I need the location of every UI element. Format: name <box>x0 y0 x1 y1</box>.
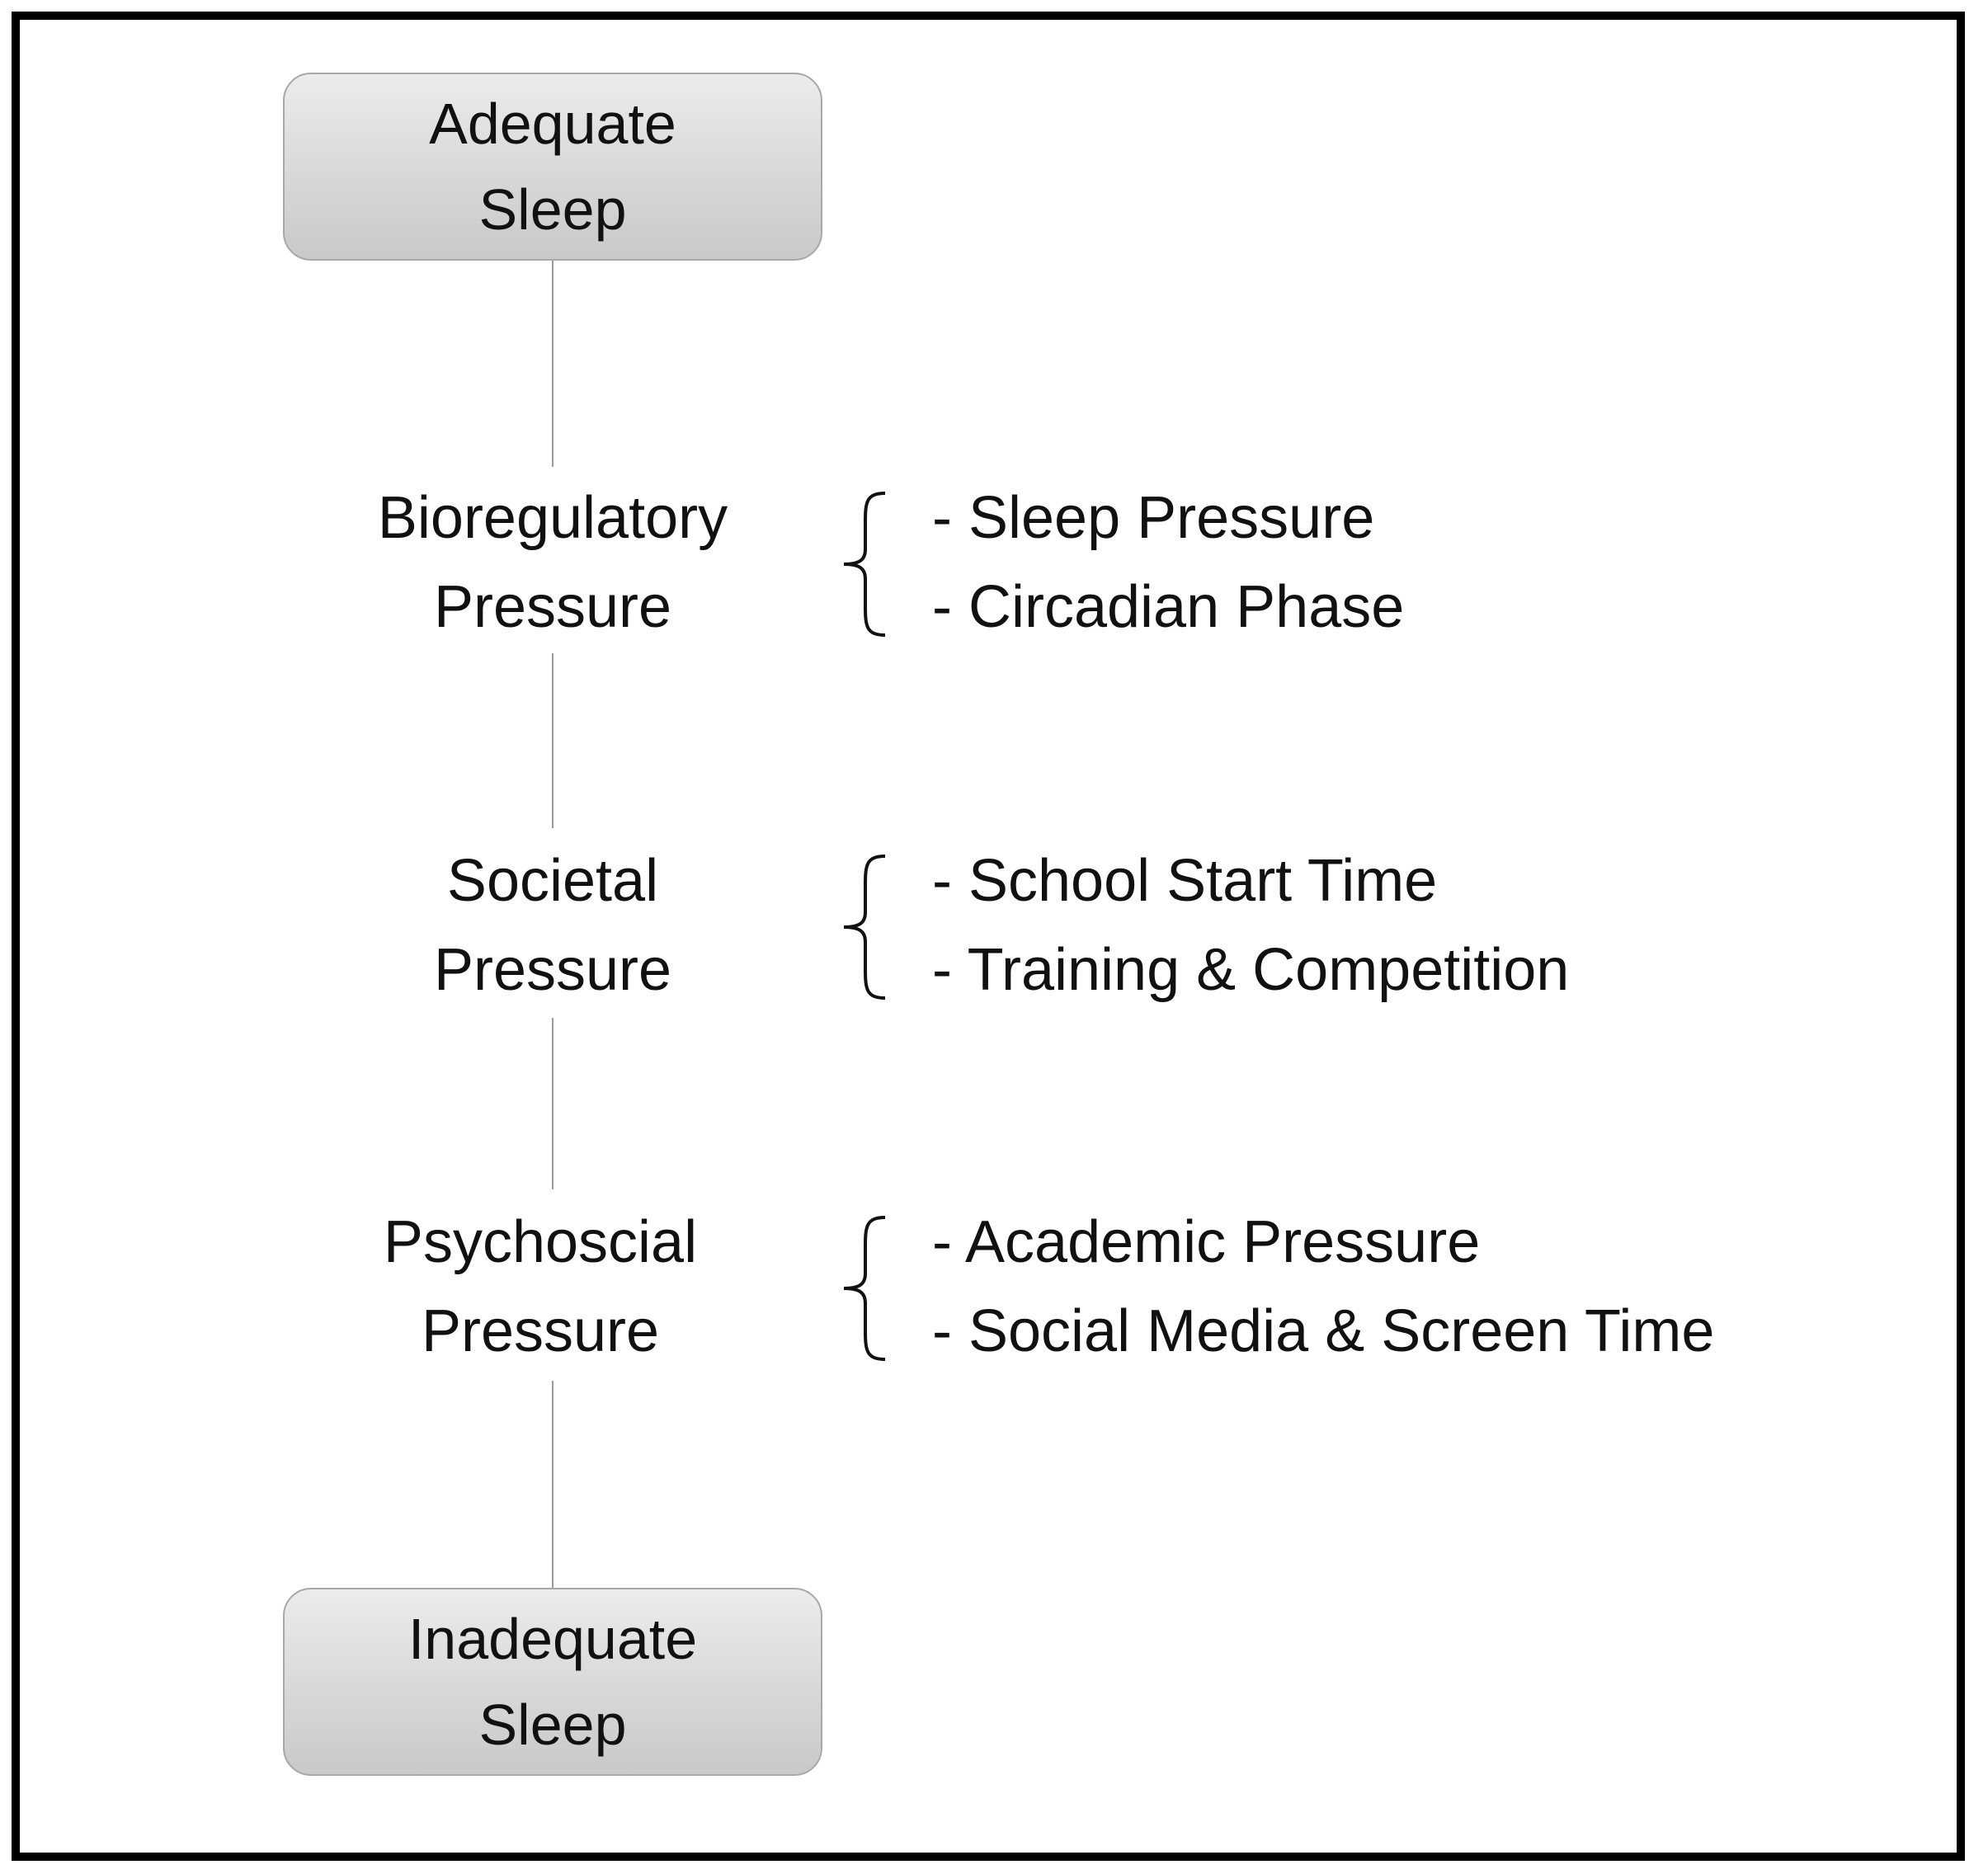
diagram-frame <box>12 12 1965 1861</box>
adequate-sleep-node: Adequate Sleep <box>283 73 822 261</box>
inadequate-sleep-line-1: Inadequate <box>407 1607 698 1671</box>
factor-item: - Training & Competition <box>932 937 1570 1003</box>
bioregulatory-pressure-label: Bioregulatory Pressure <box>346 473 759 652</box>
curly-brace-icon <box>843 855 886 1000</box>
inadequate-sleep-node: Inadequate Sleep <box>283 1588 822 1776</box>
inadequate-sleep-line-2: Sleep <box>478 1693 627 1757</box>
adequate-sleep-line-1: Adequate <box>429 92 676 156</box>
level-label-line-1: Societal <box>446 848 659 914</box>
societal-pressure-label: Societal Pressure <box>346 836 759 1015</box>
connector-line <box>552 261 554 467</box>
factor-item: - Academic Pressure <box>932 1209 1481 1275</box>
psychoscial-pressure-label: Psychoscial Pressure <box>334 1198 747 1376</box>
factor-item: - School Start Time <box>932 848 1438 914</box>
psychoscial-factors-list: - Academic Pressure - Social Media & Scr… <box>932 1198 1714 1376</box>
connector-line <box>552 1018 554 1189</box>
curly-brace-icon <box>843 1216 886 1361</box>
factor-item: - Social Media & Screen Time <box>932 1298 1715 1364</box>
level-label-line-1: Psychoscial <box>383 1209 698 1275</box>
connector-line <box>552 1381 554 1588</box>
factor-item: - Circadian Phase <box>932 574 1405 640</box>
factor-item: - Sleep Pressure <box>932 485 1375 551</box>
level-label-line-2: Pressure <box>433 574 672 640</box>
level-label-line-2: Pressure <box>421 1298 660 1364</box>
societal-factors-list: - School Start Time - Training & Competi… <box>932 836 1569 1015</box>
curly-brace-icon <box>843 492 886 637</box>
level-label-line-1: Bioregulatory <box>377 485 728 551</box>
adequate-sleep-line-2: Sleep <box>478 177 627 242</box>
level-label-line-2: Pressure <box>433 937 672 1003</box>
bioregulatory-factors-list: - Sleep Pressure - Circadian Phase <box>932 473 1404 652</box>
connector-line <box>552 653 554 828</box>
